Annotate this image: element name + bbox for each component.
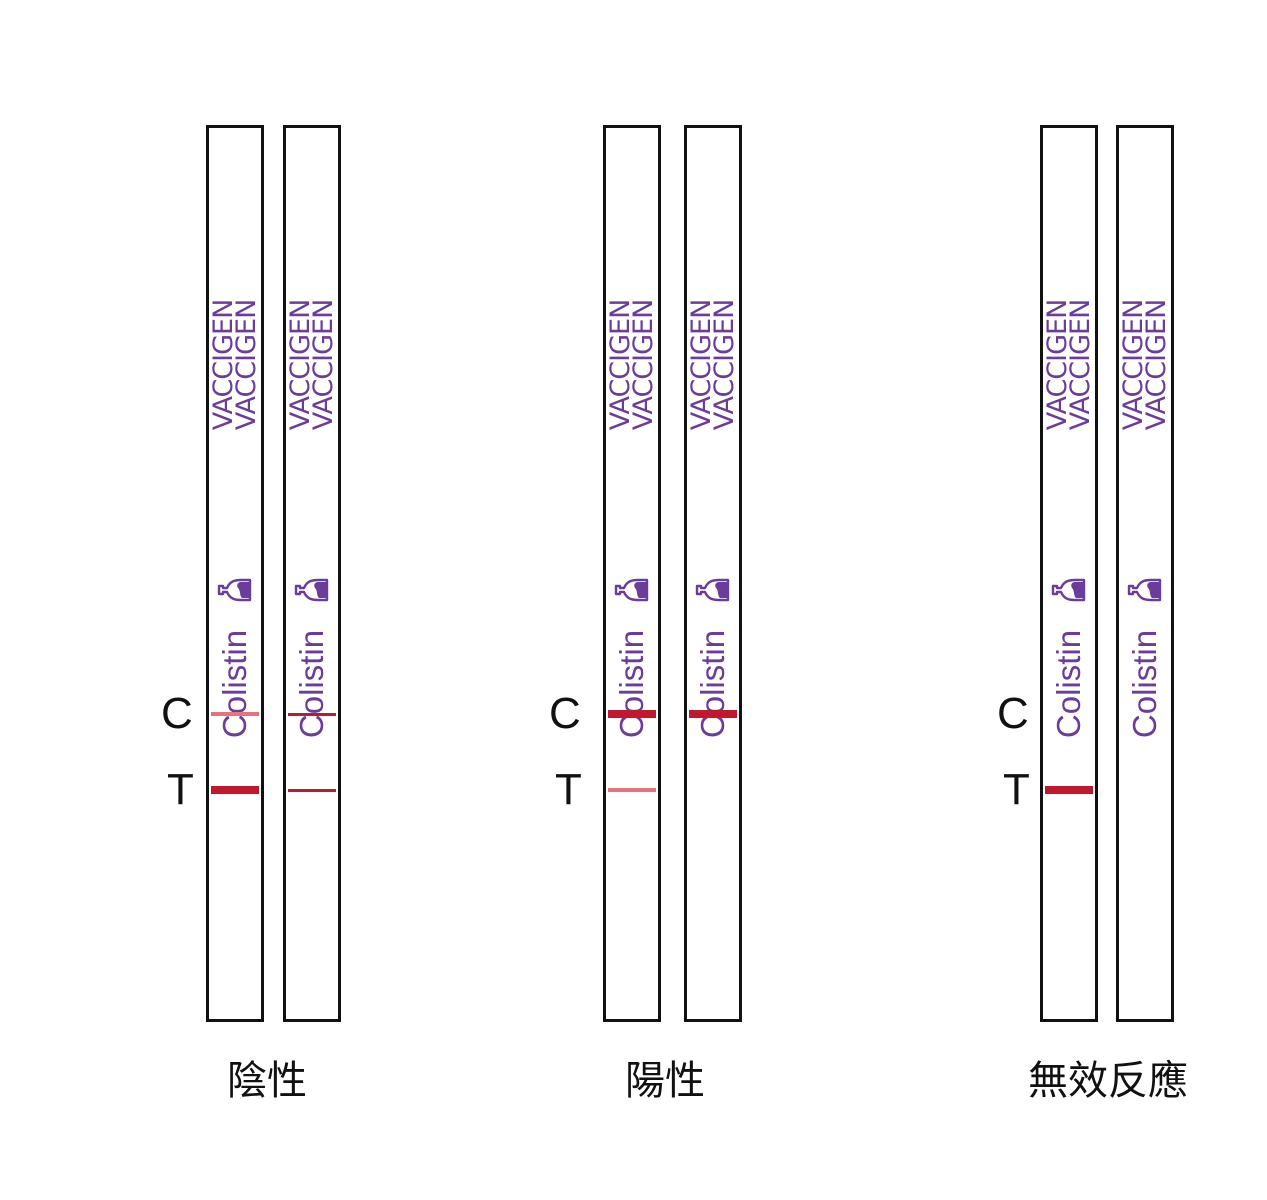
- test-band: [288, 788, 336, 792]
- control-band: [689, 710, 737, 718]
- analyte-name: Colistin: [1126, 629, 1163, 739]
- test-band: [211, 786, 259, 794]
- test-line-label: T: [167, 765, 194, 814]
- brand-text: VACCIGEN: [1065, 299, 1096, 431]
- test-line-label: T: [555, 765, 582, 814]
- result-caption: 陽性: [625, 1058, 705, 1104]
- bottle-icon: [695, 578, 730, 602]
- test-band: [608, 788, 656, 792]
- test-band: [1045, 786, 1093, 794]
- control-band: [288, 712, 336, 716]
- control-line-label: C: [997, 689, 1029, 738]
- control-line-label: C: [549, 689, 581, 738]
- bottle-icon: [1051, 578, 1086, 602]
- result-caption: 無效反應: [1028, 1058, 1188, 1104]
- analyte-name: Colistin: [1050, 629, 1087, 739]
- bottle-icon: [294, 578, 329, 602]
- bottle-icon: [614, 578, 649, 602]
- brand-text: VACCIGEN: [1141, 299, 1172, 431]
- bottle-icon: [1127, 578, 1162, 602]
- control-band: [211, 712, 259, 716]
- bottle-icon: [217, 578, 252, 602]
- control-line-label: C: [161, 689, 193, 738]
- test-line-label: T: [1003, 765, 1030, 814]
- result-caption: 陰性: [227, 1058, 307, 1104]
- control-band: [608, 710, 656, 718]
